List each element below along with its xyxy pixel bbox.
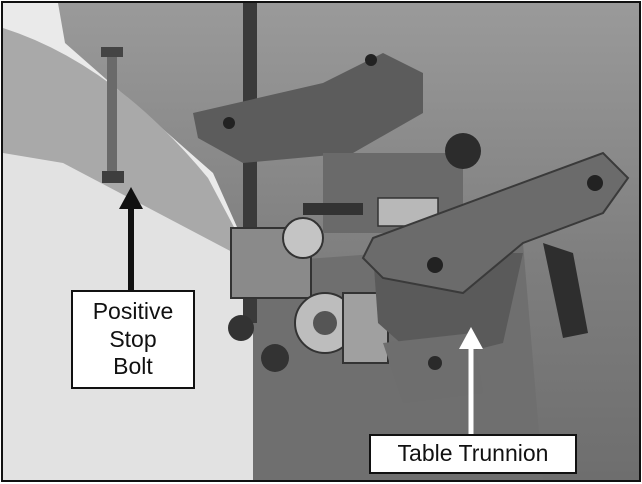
callout-line: Bolt xyxy=(113,353,153,380)
bracket-hole xyxy=(587,175,603,191)
guide-bearing xyxy=(282,217,324,259)
table-mount-bracket xyxy=(361,151,630,295)
adjust-knob xyxy=(228,315,254,341)
lock-knob xyxy=(445,133,481,169)
callout-line: Stop xyxy=(109,325,157,352)
stop-bolt-head xyxy=(101,47,123,57)
adjust-knob xyxy=(261,344,289,372)
arrow-head-trunnion xyxy=(459,327,483,349)
positive-stop-bolt-callout: Positive Stop Bolt xyxy=(71,290,195,389)
casting-hole xyxy=(223,117,235,129)
housing-top xyxy=(3,28,253,263)
bandsaw-photo xyxy=(3,3,630,480)
table-trunnion-callout: Table Trunnion xyxy=(369,434,577,474)
bearing-hub xyxy=(313,311,337,335)
casting-hole xyxy=(365,54,377,66)
guide-shaft xyxy=(303,203,363,215)
trunnion-casting-top xyxy=(193,53,423,163)
callout-label: Table Trunnion xyxy=(397,440,549,466)
lock-handle xyxy=(543,243,588,338)
bracket-hole xyxy=(427,257,443,273)
arrow-head-stop-bolt xyxy=(119,187,143,209)
screw xyxy=(428,356,442,370)
stop-bolt-shaft xyxy=(107,53,117,173)
callout-line: Positive xyxy=(92,298,174,324)
stop-bolt-nut xyxy=(102,171,124,183)
